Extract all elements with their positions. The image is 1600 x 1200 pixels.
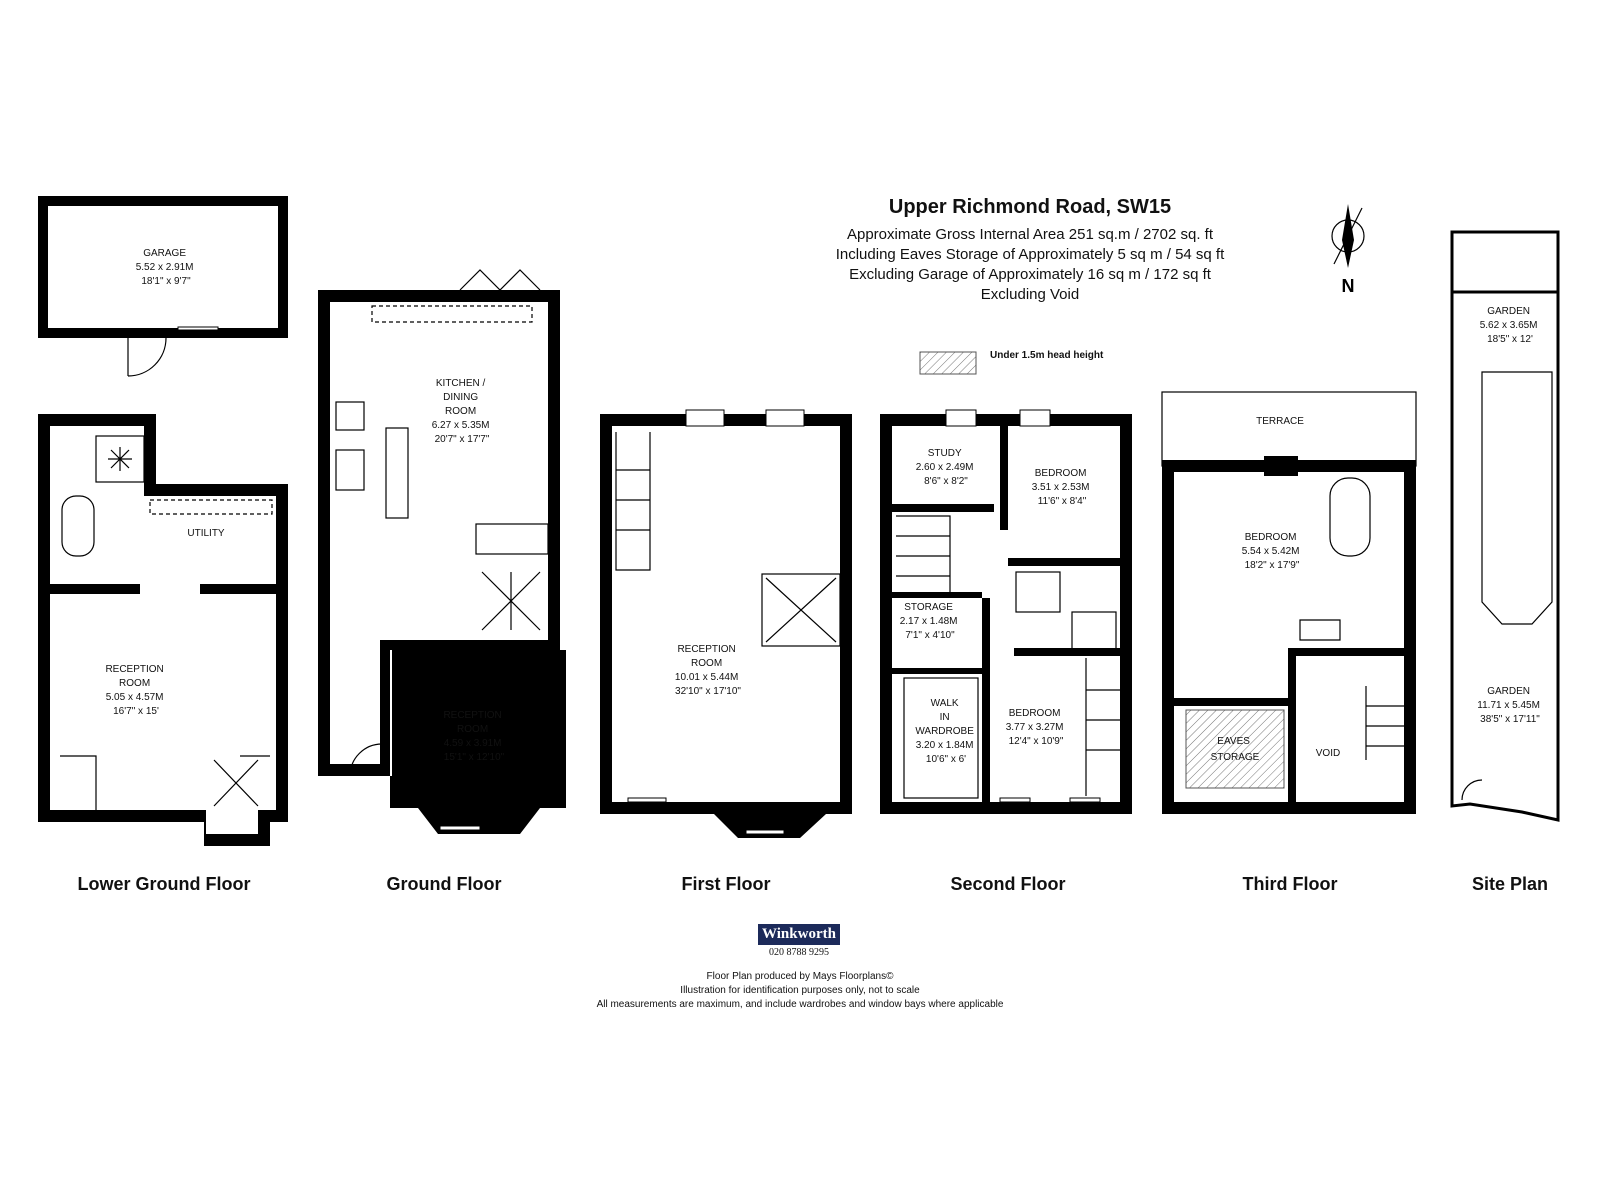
room-labels: GARAGE 5.52 x 2.91M 18'1" x 9'7" UTILITY… bbox=[105, 248, 1542, 765]
label-kitchen: KITCHEN / DINING ROOM 6.27 x 5.35M 20'7"… bbox=[432, 378, 493, 445]
label-garden-top: GARDEN 5.62 x 3.65M 18'5" x 12' bbox=[1480, 306, 1541, 345]
label-study: STUDY 2.60 x 2.49M 8'6" x 8'2" bbox=[916, 448, 977, 487]
compass-label: N bbox=[1342, 276, 1355, 296]
agent-phone: 020 8788 9295 bbox=[769, 947, 829, 958]
label-garage: GARAGE 5.52 x 2.91M 18'1" x 9'7" bbox=[136, 248, 197, 287]
floor-labels: Lower Ground Floor Ground Floor First Fl… bbox=[78, 874, 1549, 894]
label-f-reception: RECEPTION ROOM 10.01 x 5.44M 32'10" x 17… bbox=[675, 644, 742, 697]
header: Upper Richmond Road, SW15 Approximate Gr… bbox=[760, 196, 1300, 305]
area-line-2: Including Eaves Storage of Approximately… bbox=[835, 246, 1225, 263]
ground-floor-plan bbox=[318, 269, 566, 834]
label-eaves: EAVES STORAGE bbox=[1211, 736, 1260, 763]
winkworth-logo: Winkworth bbox=[758, 924, 840, 945]
floor-label-first: First Floor bbox=[682, 874, 771, 894]
label-utility: UTILITY bbox=[187, 528, 225, 539]
legend-swatch bbox=[919, 351, 977, 375]
label-terrace: TERRACE bbox=[1256, 416, 1304, 427]
footer-line-1: Floor Plan produced by Mays Floorplans© bbox=[706, 971, 894, 982]
second-floor-plan bbox=[880, 409, 1132, 814]
north-compass-icon: N bbox=[1318, 200, 1378, 305]
label-storage: STORAGE 2.17 x 1.48M 7'1" x 4'10" bbox=[900, 602, 961, 641]
floor-label-lower-ground: Lower Ground Floor bbox=[78, 874, 251, 894]
label-s-bedroom-1: BEDROOM 3.51 x 2.53M 11'6" x 8'4" bbox=[1032, 468, 1093, 507]
legend: Under 1.5m head height bbox=[920, 350, 1103, 361]
area-line-4: Excluding Void bbox=[980, 286, 1080, 303]
label-t-bedroom: BEDROOM 5.54 x 5.42M 18'2" x 17'9" bbox=[1242, 532, 1303, 571]
label-s-bedroom-2: BEDROOM 3.77 x 3.27M 12'4" x 10'9" bbox=[1006, 708, 1067, 747]
property-title: Upper Richmond Road, SW15 bbox=[888, 196, 1172, 218]
legend-text: Under 1.5m head height bbox=[990, 350, 1104, 361]
garage-plan bbox=[38, 196, 288, 377]
footer-line-2: Illustration for identification purposes… bbox=[680, 985, 920, 996]
agent-brand: Winkworth 020 8788 9295 bbox=[758, 924, 840, 958]
label-lg-reception: RECEPTION ROOM 5.05 x 4.57M 16'7" x 15' bbox=[105, 664, 166, 717]
area-line-1: Approximate Gross Internal Area 251 sq.m… bbox=[846, 226, 1214, 243]
label-walk-in-wardrobe: WALK IN WARDROBE 3.20 x 1.84M 10'6" x 6' bbox=[915, 698, 976, 765]
footer-notes: Floor Plan produced by Mays Floorplans© … bbox=[500, 970, 1100, 1012]
floor-label-ground: Ground Floor bbox=[387, 874, 502, 894]
area-line-3: Excluding Garage of Approximately 16 sq … bbox=[849, 266, 1211, 283]
floor-label-second: Second Floor bbox=[950, 874, 1065, 894]
first-floor-plan bbox=[600, 409, 852, 838]
floor-label-site: Site Plan bbox=[1472, 874, 1548, 894]
label-g-reception: RECEPTION ROOM 4.59 x 3.91M 15'1" x 12'1… bbox=[443, 710, 504, 763]
lower-ground-floor-plan bbox=[38, 414, 288, 846]
footer-line-3: All measurements are maximum, and includ… bbox=[596, 999, 1004, 1010]
label-void: VOID bbox=[1316, 748, 1340, 759]
site-plan bbox=[1450, 230, 1560, 822]
third-floor-plan bbox=[1161, 391, 1417, 814]
label-garden-main: GARDEN 11.71 x 5.45M 38'5" x 17'11" bbox=[1477, 686, 1542, 725]
floor-label-third: Third Floor bbox=[1243, 874, 1338, 894]
